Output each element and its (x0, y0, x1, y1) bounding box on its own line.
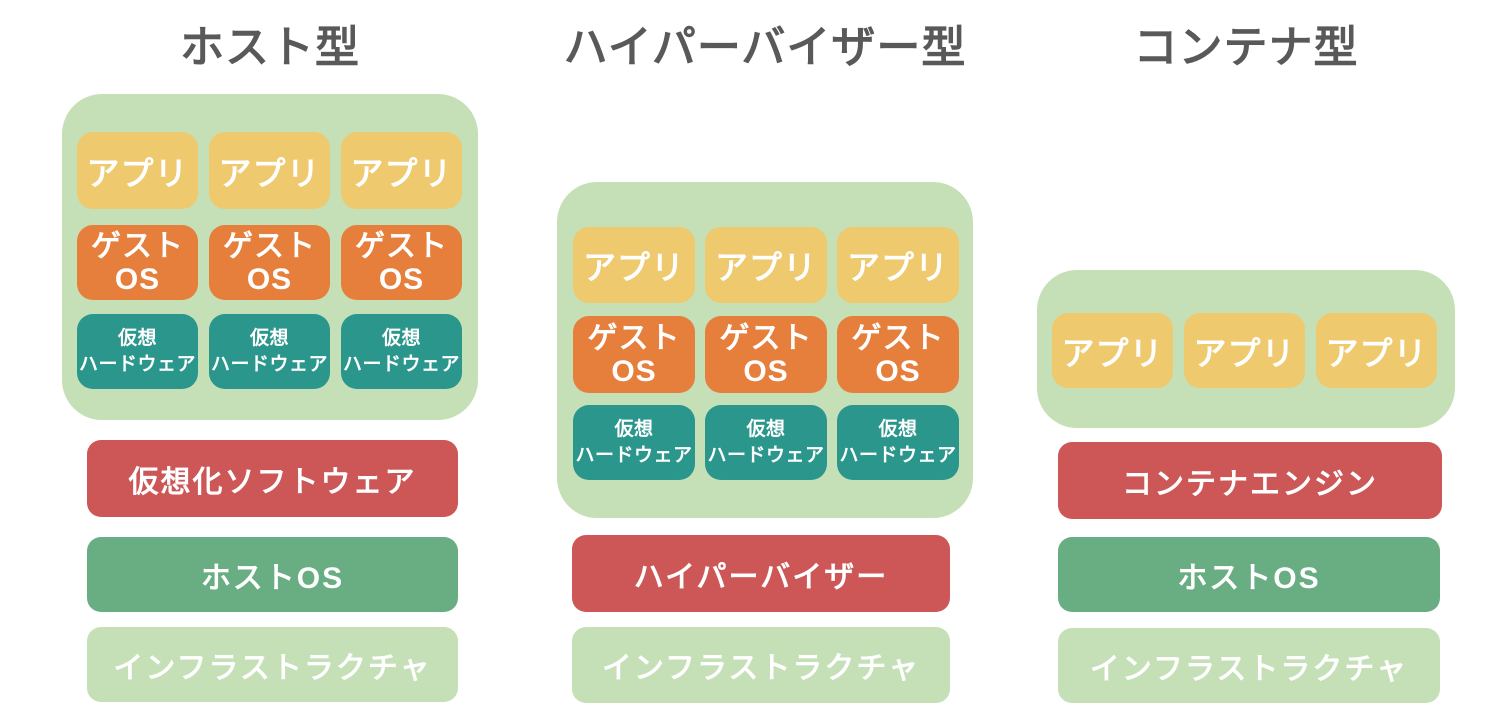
virtual-hardware-box: 仮想 ハードウェア (705, 405, 827, 480)
infrastructure-layer: インフラストラクチャ (1058, 628, 1440, 703)
guest-os-line1: ゲスト (355, 229, 448, 263)
guest-os-line1: ゲスト (851, 321, 945, 355)
virtual-hardware-box: 仮想 ハードウェア (341, 314, 462, 389)
column-title-host: ホスト型 (180, 23, 360, 72)
guest-os-line2: OS (611, 354, 657, 388)
infrastructure-layer: インフラストラクチャ (572, 627, 950, 703)
guest-os-line1: ゲスト (719, 321, 813, 355)
app-box: アプリ (837, 227, 959, 303)
guest-os-line1: ゲスト (587, 321, 681, 355)
guest-os-line2: OS (114, 262, 161, 296)
guest-os-line1: ゲスト (91, 229, 184, 263)
virtual-hardware-line2: ハードウェア (210, 353, 328, 375)
virtualization-software-layer: 仮想化ソフトウェア (87, 440, 458, 517)
guest-os-line2: OS (743, 354, 789, 388)
guest-os-line1: ゲスト (223, 229, 316, 263)
virtual-hardware-line1: 仮想 (117, 327, 157, 349)
guest-os-box: ゲスト OS (837, 316, 959, 393)
app-box: アプリ (1184, 313, 1305, 388)
guest-os-box: ゲスト OS (573, 316, 695, 393)
host-os-layer: ホストOS (1058, 537, 1440, 612)
virtual-hardware-line2: ハードウェア (342, 353, 460, 375)
hypervisor-layer: ハイパーバイザー (572, 535, 950, 612)
virtual-hardware-line2: ハードウェア (575, 444, 693, 466)
virtual-hardware-line2: ハードウェア (839, 444, 957, 466)
guest-os-box: ゲスト OS (77, 225, 198, 300)
virtual-hardware-line1: 仮想 (249, 327, 289, 349)
virtual-hardware-box: 仮想 ハードウェア (209, 314, 330, 389)
host-os-layer: ホストOS (87, 537, 458, 612)
guest-os-line2: OS (378, 262, 425, 296)
app-box: アプリ (209, 132, 330, 209)
host-vm-group: アプリ アプリ アプリ ゲスト OS ゲスト OS ゲスト OS 仮想 ハードウ… (62, 94, 478, 420)
virtual-hardware-line1: 仮想 (381, 327, 421, 349)
infrastructure-layer: インフラストラクチャ (87, 627, 458, 702)
column-title-hypervisor: ハイパーバイザー型 (563, 23, 967, 72)
virtual-hardware-line2: ハードウェア (78, 353, 196, 375)
virtual-hardware-box: 仮想 ハードウェア (77, 314, 198, 389)
column-title-container: コンテナ型 (1133, 23, 1359, 72)
virtual-hardware-line1: 仮想 (746, 418, 786, 440)
app-box: アプリ (1316, 313, 1437, 388)
app-box: アプリ (341, 132, 462, 209)
app-box: アプリ (705, 227, 827, 303)
app-box: アプリ (77, 132, 198, 209)
virtual-hardware-box: 仮想 ハードウェア (573, 405, 695, 480)
virtual-hardware-line2: ハードウェア (707, 444, 825, 466)
virtual-hardware-line1: 仮想 (878, 418, 918, 440)
app-box: アプリ (573, 227, 695, 303)
guest-os-box: ゲスト OS (705, 316, 827, 393)
virtual-hardware-box: 仮想 ハードウェア (837, 405, 959, 480)
guest-os-box: ゲスト OS (209, 225, 330, 300)
guest-os-line2: OS (246, 262, 293, 296)
guest-os-box: ゲスト OS (341, 225, 462, 300)
guest-os-line2: OS (875, 354, 921, 388)
app-box: アプリ (1052, 313, 1173, 388)
container-app-group: アプリ アプリ アプリ (1037, 270, 1455, 428)
virtual-hardware-line1: 仮想 (614, 418, 654, 440)
hypervisor-vm-group: アプリ アプリ アプリ ゲスト OS ゲスト OS ゲスト OS 仮想 ハードウ… (557, 182, 973, 518)
container-engine-layer: コンテナエンジン (1058, 442, 1442, 519)
